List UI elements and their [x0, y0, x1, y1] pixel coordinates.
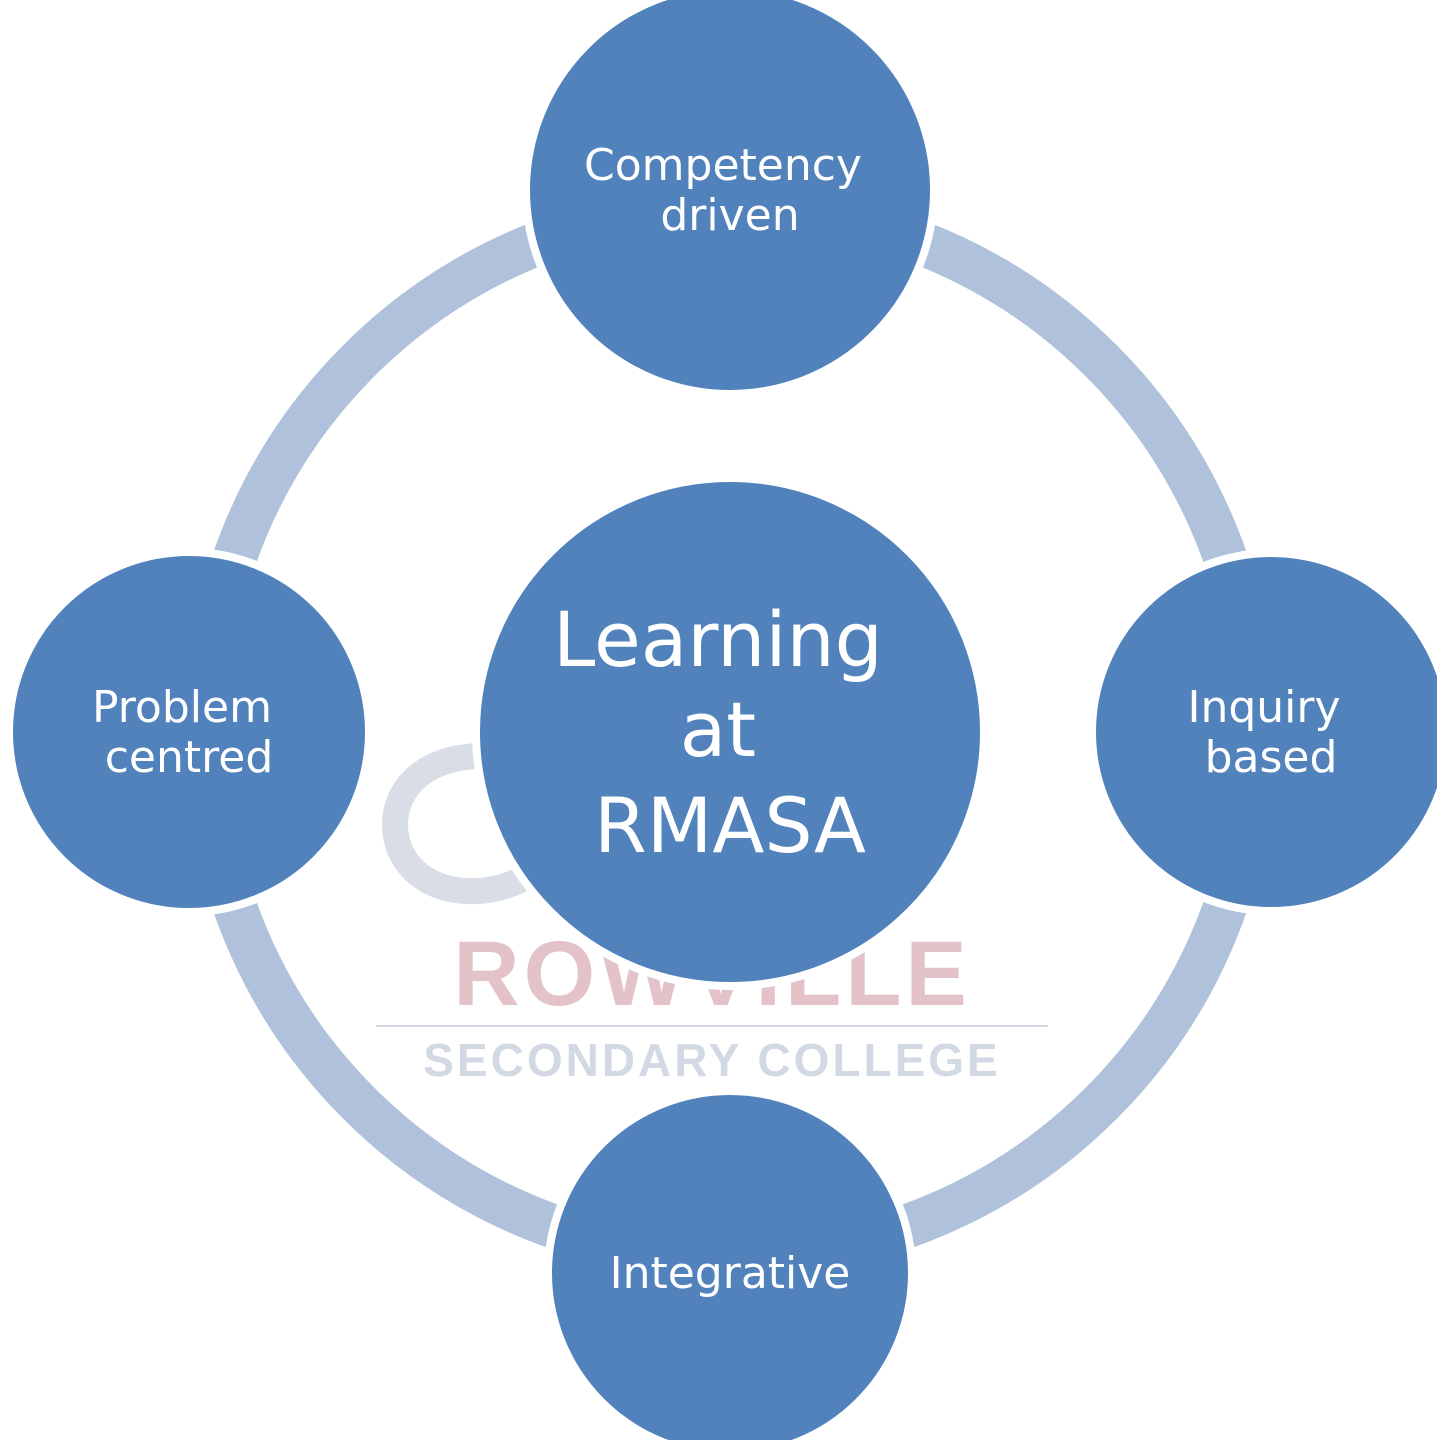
center-label: Learning at RMASA	[553, 595, 907, 870]
center-node: Learning at RMASA	[472, 474, 988, 990]
node-circle	[1088, 549, 1437, 915]
center-circle	[472, 474, 988, 990]
node-circle	[5, 548, 373, 916]
node-label: Inquiry based	[1187, 682, 1354, 783]
node-integrative: Integrative	[544, 1087, 916, 1440]
node-competency-driven: Competency driven	[522, 0, 938, 398]
node-inquiry-based: Inquiry based	[1088, 549, 1437, 915]
node-circle	[544, 1087, 916, 1440]
node-problem-centred: Problem centred	[5, 548, 373, 916]
watermark-emblem	[382, 743, 533, 905]
node-label: Competency driven	[584, 140, 876, 241]
node-circle	[522, 0, 938, 398]
watermark-subtitle: SECONDARY COLLEGE	[423, 1034, 1001, 1086]
node-label: Problem centred	[92, 682, 286, 783]
node-label: Integrative	[610, 1248, 851, 1299]
